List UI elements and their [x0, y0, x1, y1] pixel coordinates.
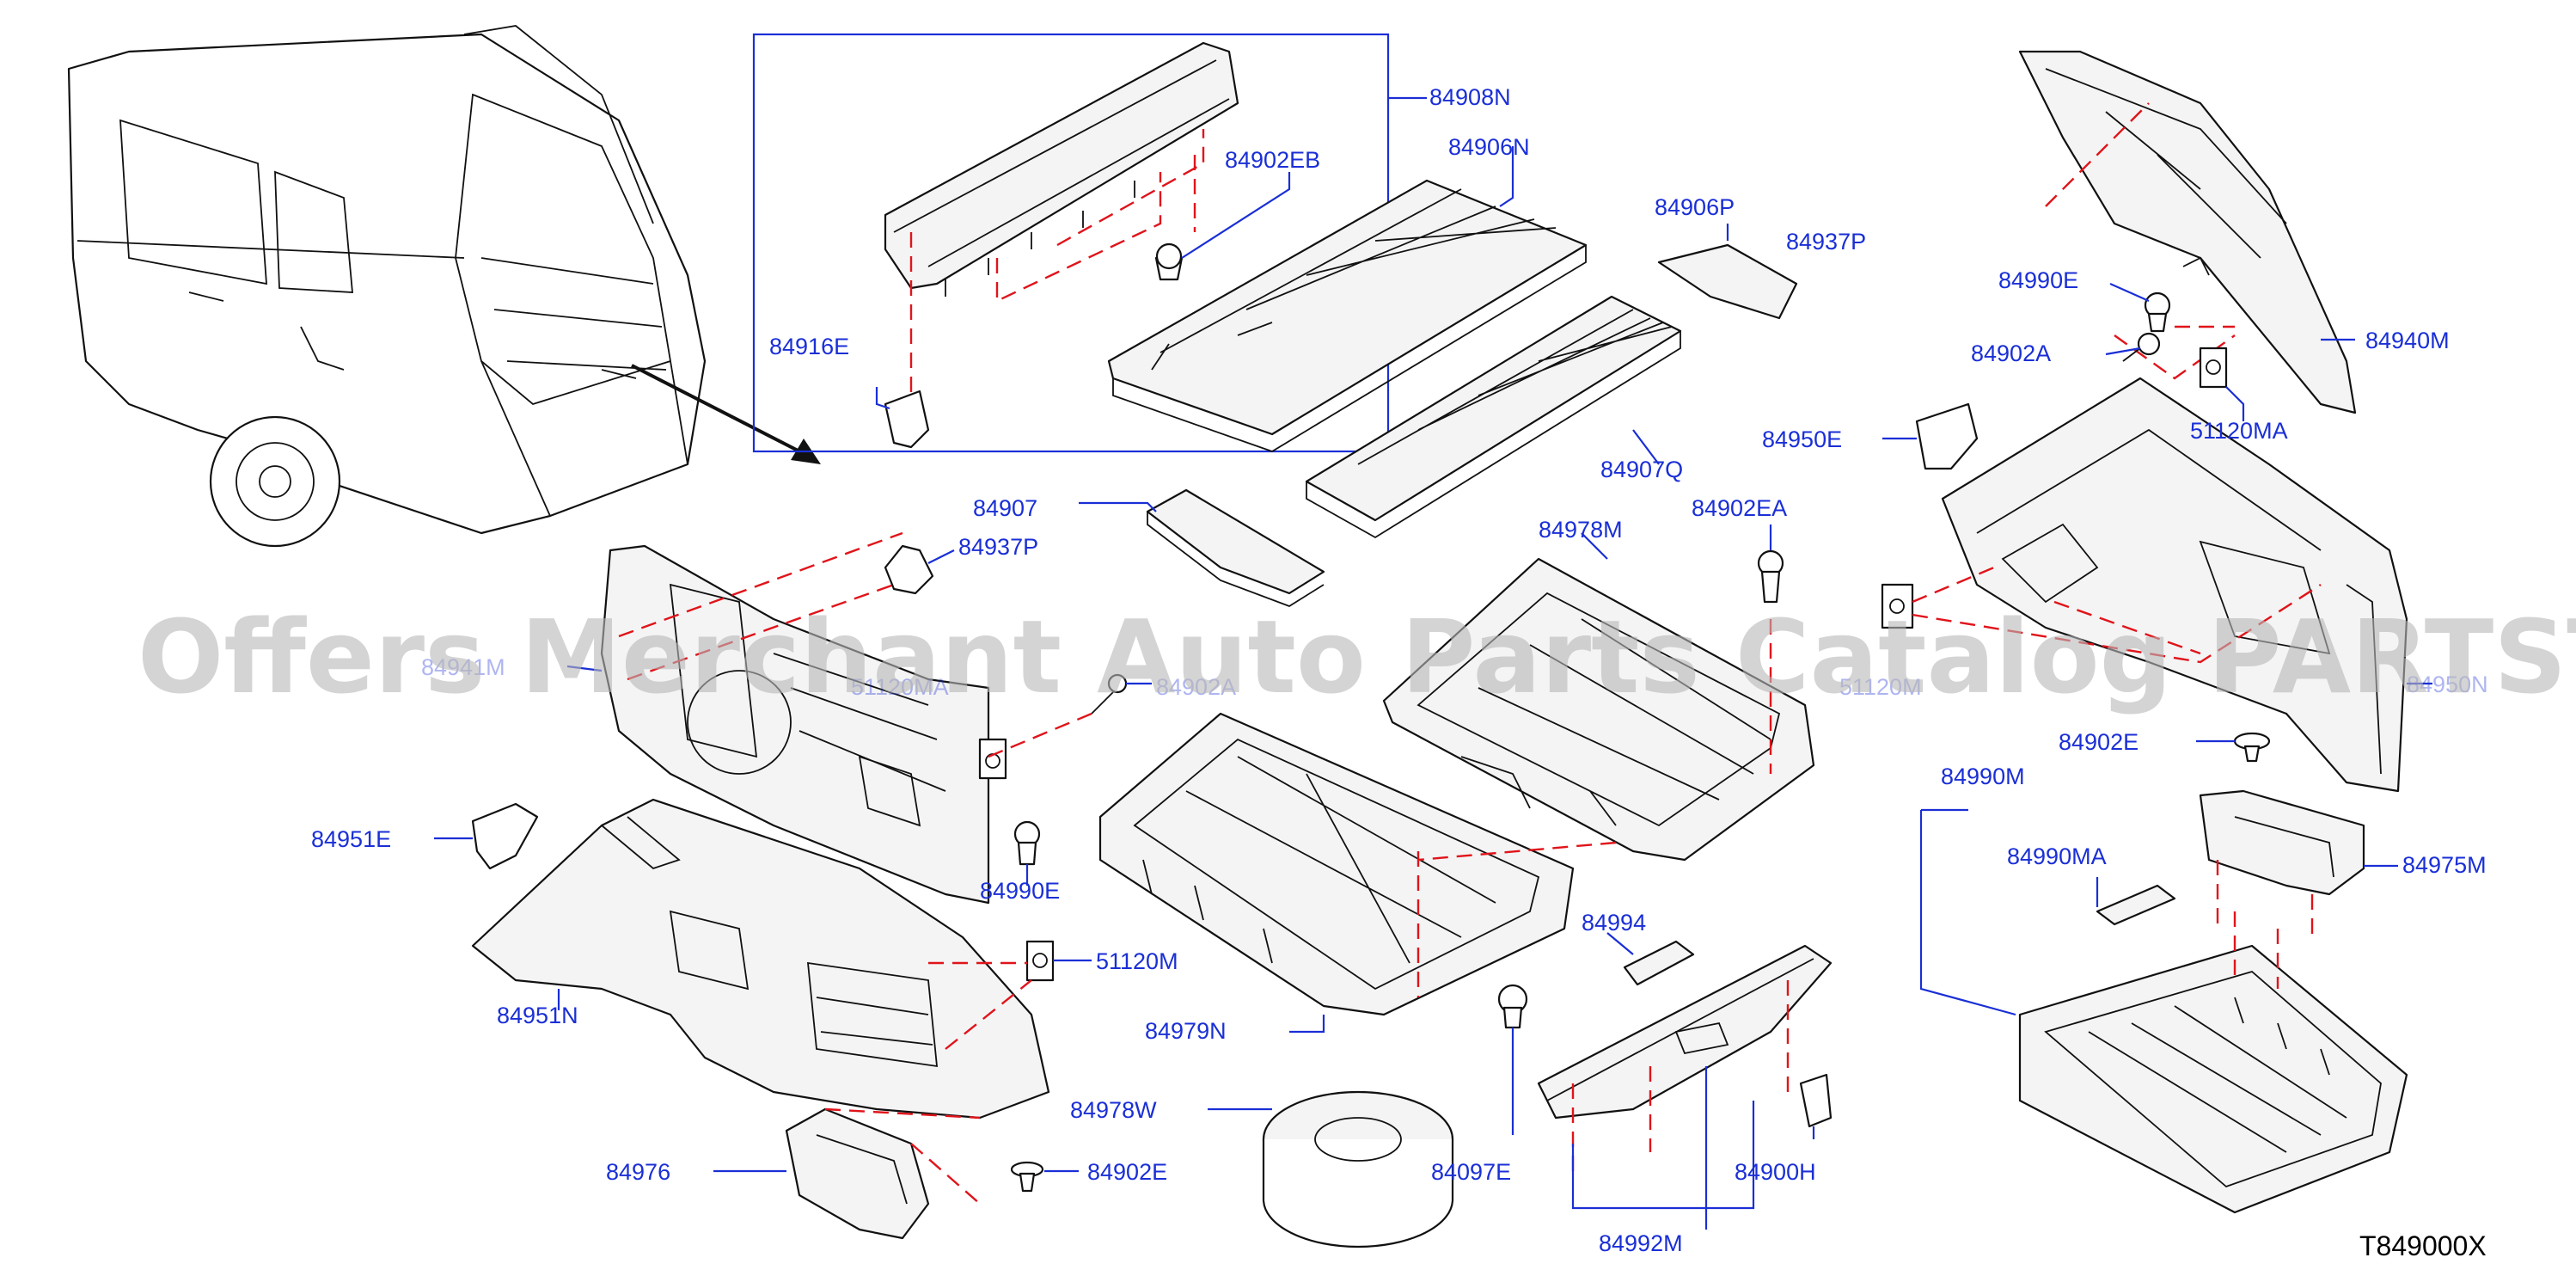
label-84902A-right: 84902A: [1971, 340, 2051, 366]
bracket-84916E: [884, 390, 930, 449]
label-84951N: 84951N: [497, 1003, 578, 1028]
clip-51120MA-left: [978, 738, 1007, 780]
mat-84990MA: [2096, 884, 2176, 926]
tray-84979N: [1098, 712, 1575, 1016]
label-51120M-left: 51120M: [1096, 948, 1178, 974]
label-84940M: 84940M: [2365, 328, 2450, 353]
lead-84992M: [1571, 1066, 1755, 1230]
rear-board-84908N: [884, 41, 1239, 297]
clip-84937P: [884, 544, 934, 595]
side-trim-84950N: [1941, 377, 2408, 793]
label-84990MA: 84990MA: [2007, 844, 2107, 869]
label-84900H: 84900H: [1735, 1159, 1816, 1185]
mat-84994: [1623, 940, 1695, 986]
spare-insert-84978W: [1262, 1090, 1454, 1248]
label-51120M-mid: 51120M: [1839, 674, 1922, 700]
screw-84902A-right: [2122, 332, 2161, 362]
label-84902EA: 84902EA: [1692, 495, 1787, 521]
label-84907Q: 84907Q: [1600, 457, 1683, 482]
label-84937P-top: 84937P: [1786, 229, 1866, 255]
label-84941M: 84941M: [421, 654, 505, 680]
sill-84992M: [1537, 944, 1833, 1120]
label-84979N: 84979N: [1145, 1018, 1227, 1044]
floor-board-84906N: [1107, 179, 1588, 452]
label-84978M: 84978M: [1539, 517, 1623, 543]
clip-84990E-right: [2144, 291, 2171, 333]
label-84906P: 84906P: [1655, 194, 1735, 220]
cover-84906P: [1657, 243, 1798, 320]
box-84976: [785, 1107, 930, 1240]
floor-board-84907Q: [1305, 295, 1682, 539]
label-84937P-mid: 84937P: [958, 534, 1038, 560]
label-84902EB: 84902EB: [1225, 147, 1320, 173]
side-trim-84941M: [600, 544, 990, 905]
label-51120MA-right: 51120MA: [2190, 418, 2288, 444]
bracket-84950E: [1915, 402, 1979, 470]
label-84902A-left: 84902A: [1156, 674, 1236, 700]
tray-84990M: [2018, 944, 2408, 1214]
bracket-84951E: [471, 802, 539, 870]
clip-51120M-right: [1881, 583, 1914, 629]
label-84951E: 84951E: [311, 826, 391, 852]
clip-84900H: [1799, 1073, 1833, 1128]
watermark: Offers Merchant Auto Parts Catalog PARTS…: [138, 598, 2576, 716]
label-84902E-right: 84902E: [2059, 729, 2139, 755]
view-arrow: [631, 364, 809, 457]
clip-84902E-right: [2233, 732, 2271, 763]
label-84097E: 84097E: [1431, 1159, 1511, 1185]
label-84902E-left: 84902E: [1087, 1159, 1167, 1185]
label-84908N: 84908N: [1429, 84, 1511, 110]
upper-trim-84940M: [2018, 50, 2357, 414]
vehicle-illustration: [67, 25, 707, 548]
label-84990M: 84990M: [1941, 764, 2025, 789]
clip-51120MA-right: [2199, 347, 2228, 389]
clip-51120M-left: [1025, 940, 1055, 982]
label-84916E: 84916E: [769, 334, 849, 359]
tray-84978M: [1382, 557, 1815, 862]
box-84975M: [2199, 789, 2365, 896]
label-84907: 84907: [973, 495, 1037, 521]
label-84992M: 84992M: [1599, 1230, 1683, 1256]
diagram-code: T849000X: [2359, 1230, 2487, 1261]
label-84906N: 84906N: [1448, 134, 1530, 160]
clip-84990E-left: [1013, 820, 1041, 866]
label-84990E-left: 84990E: [980, 878, 1060, 904]
clip-84902E-left: [1010, 1161, 1044, 1193]
label-51120MA-left: 51120MA: [851, 674, 949, 700]
clip-84097E: [1497, 984, 1528, 1029]
cover-84907: [1146, 488, 1325, 607]
label-84976: 84976: [606, 1159, 670, 1185]
clip-84902EB: [1154, 242, 1184, 281]
part-labels: 84908N 84902EB 84906N 84906P 84937P 8491…: [311, 84, 2488, 1256]
label-84990E-right: 84990E: [1998, 267, 2078, 293]
label-84950E: 84950E: [1762, 426, 1842, 452]
label-84975M: 84975M: [2402, 852, 2487, 878]
label-84978W: 84978W: [1070, 1097, 1157, 1123]
label-84950N: 84950N: [2407, 672, 2488, 697]
label-84994: 84994: [1582, 910, 1646, 936]
clip-84902EA: [1757, 549, 1784, 604]
